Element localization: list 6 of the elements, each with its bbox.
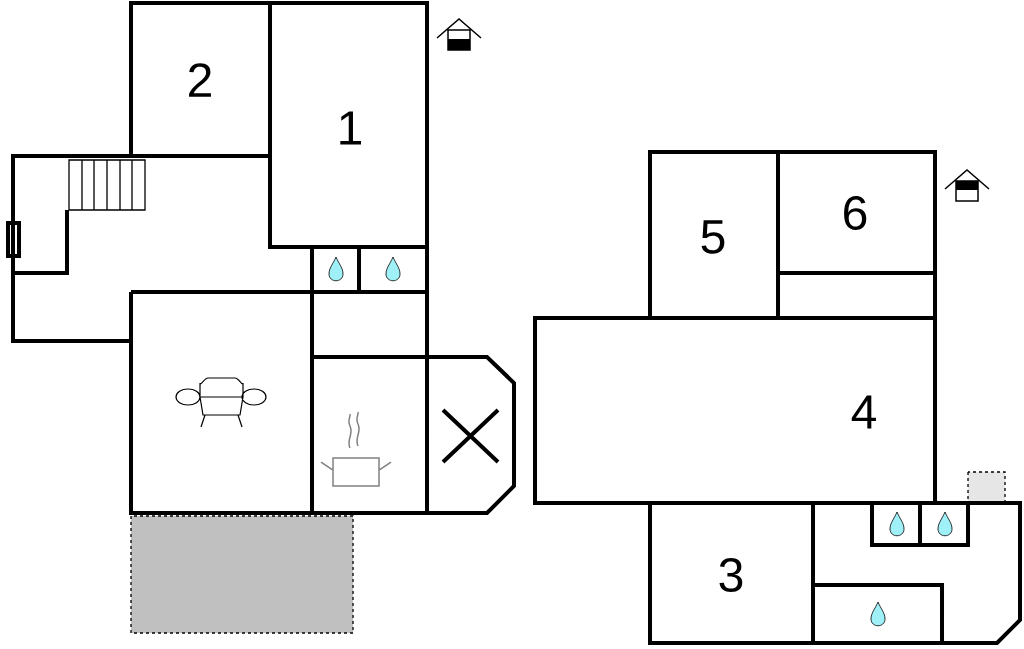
room-number: 5: [701, 220, 725, 254]
room-number: 6: [844, 196, 867, 230]
room-number: 2: [189, 63, 211, 97]
room-number: 3: [719, 558, 743, 592]
room-number: 4: [851, 395, 876, 429]
room-number: 1: [340, 111, 361, 145]
